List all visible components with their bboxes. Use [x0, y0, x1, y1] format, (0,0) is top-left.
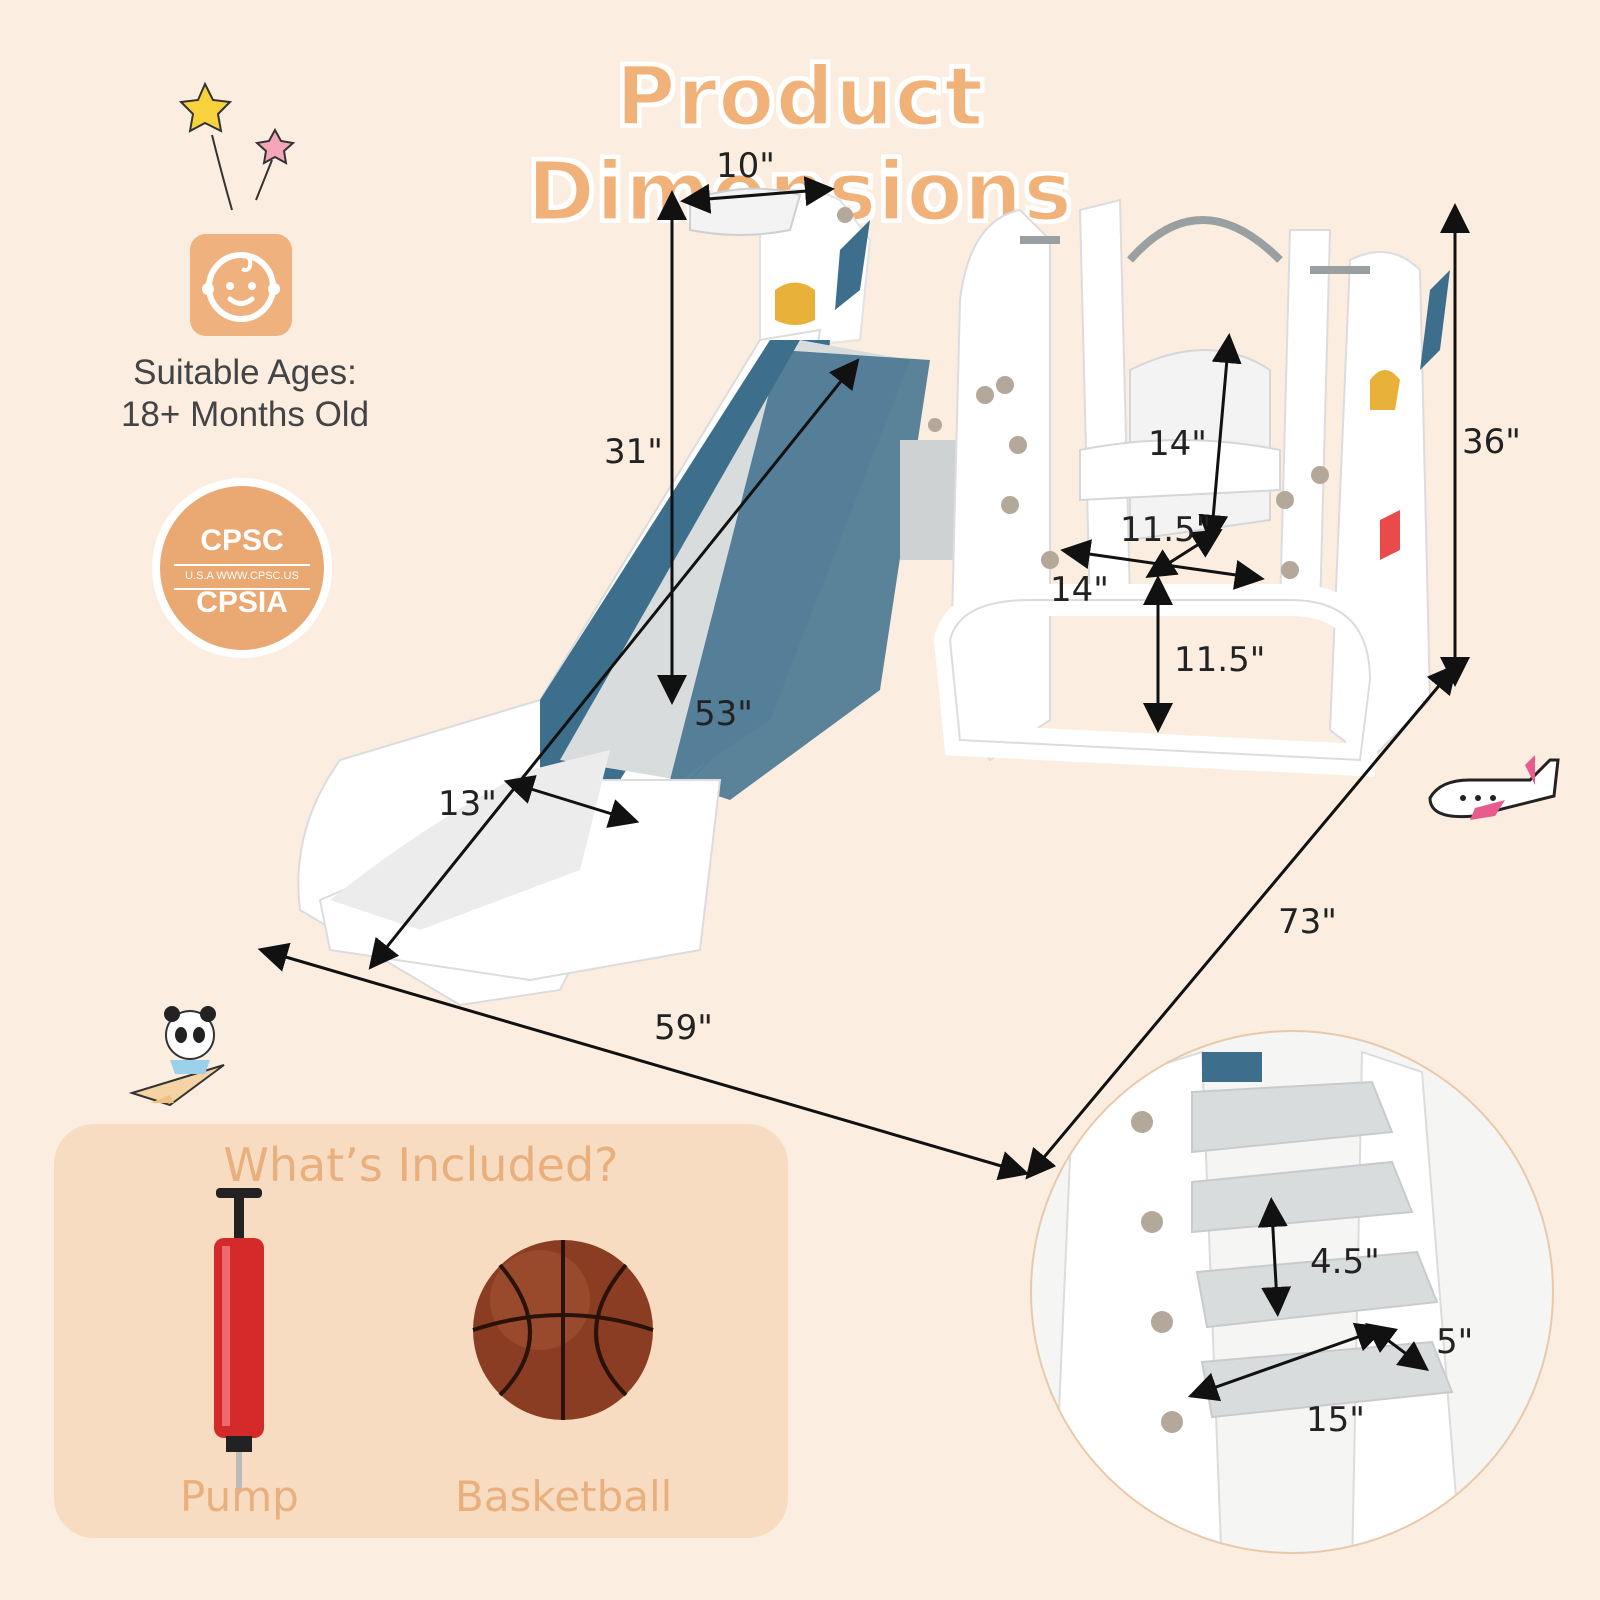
seal-bottom-text: CPSIA — [196, 586, 288, 619]
dim-seat-back: 14" — [1148, 424, 1207, 464]
dim-step-depth: 5" — [1436, 1322, 1474, 1362]
dim-step-height: 4.5" — [1310, 1242, 1380, 1282]
star-icon — [178, 81, 296, 211]
cpsc-seal: CPSC U.S.A WWW.CPSC.US CPSIA — [152, 478, 332, 658]
dim-slide-width: 13" — [438, 784, 497, 824]
age-line-2: 18+ Months Old — [120, 395, 370, 434]
age-line-1: Suitable Ages: — [133, 353, 357, 392]
steps-detail-zoom — [1030, 1030, 1554, 1554]
dim-seat-width: 14" — [1050, 570, 1109, 610]
included-item-pump: Pump — [180, 1472, 299, 1521]
dim-overall-width: 59" — [654, 1008, 713, 1048]
dim-seat-depth: 11.5" — [1120, 510, 1212, 550]
airplane-icon — [1428, 755, 1560, 820]
baby-face-icon — [190, 234, 292, 336]
dim-step-width: 15" — [1306, 1400, 1365, 1440]
age-label: Suitable Ages: 18+ Months Old — [80, 352, 410, 436]
dim-overall-length: 73" — [1278, 902, 1337, 942]
dim-slide-length: 53" — [694, 694, 753, 734]
included-item-basketball: Basketball — [455, 1472, 673, 1521]
dim-overall-height: 36" — [1462, 422, 1521, 462]
panda-paper-plane-icon — [128, 1006, 225, 1107]
included-panel — [54, 1124, 788, 1538]
dim-basket-width: 10" — [716, 146, 775, 186]
included-title: What’s Included? — [223, 1138, 619, 1192]
seal-top-text: CPSC — [200, 524, 284, 557]
seal-middle-text: U.S.A WWW.CPSC.US — [185, 570, 299, 582]
dim-slide-height: 31" — [604, 432, 663, 472]
dim-seat-height: 11.5" — [1174, 640, 1266, 680]
